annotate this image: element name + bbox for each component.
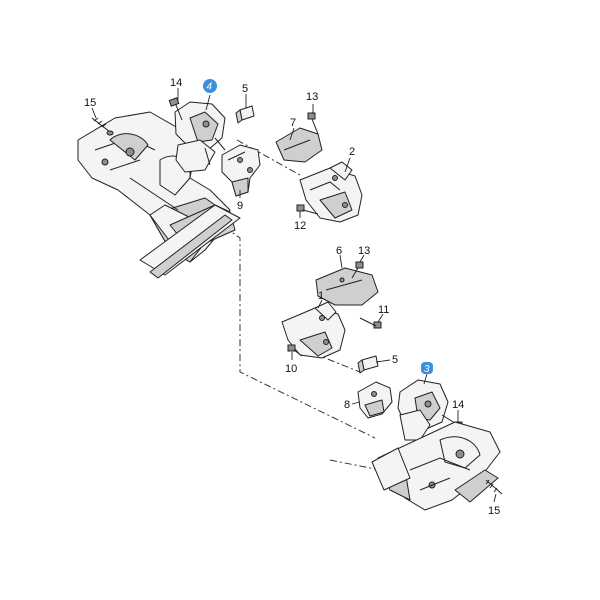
bracket-2 bbox=[299, 161, 363, 223]
callout-10: 10 bbox=[285, 363, 297, 375]
rail-upper bbox=[139, 204, 241, 279]
callout-8: 8 bbox=[344, 399, 350, 411]
bolt-10 bbox=[287, 344, 303, 357]
callout-5-lower: 5 bbox=[392, 354, 398, 366]
callout-11: 11 bbox=[378, 304, 389, 316]
callout-13-lower: 13 bbox=[358, 245, 370, 257]
bolt-13-upper bbox=[307, 112, 319, 135]
clip-5-lower bbox=[357, 355, 379, 374]
callout-1: 1 bbox=[318, 290, 324, 302]
bolt-13-lower bbox=[351, 261, 364, 279]
callout-5-upper: 5 bbox=[242, 83, 248, 95]
bracket-1 bbox=[281, 301, 346, 359]
callout-3-badge: 3 bbox=[421, 362, 433, 375]
bolt-14-upper bbox=[168, 97, 183, 121]
bolt-12 bbox=[296, 204, 319, 215]
callout-15-lower: 15 bbox=[488, 505, 500, 517]
callout-14-lower: 14 bbox=[452, 399, 464, 411]
svg-text:4: 4 bbox=[207, 82, 213, 93]
clip-5-upper bbox=[235, 105, 255, 124]
leader-lines bbox=[91, 88, 497, 503]
bolt-15-upper bbox=[91, 117, 114, 136]
callout-9: 9 bbox=[237, 200, 243, 212]
callout-15-upper: 15 bbox=[84, 97, 96, 109]
callout-4-badge: 4 bbox=[203, 79, 217, 93]
callout-6: 6 bbox=[336, 245, 342, 257]
callout-2: 2 bbox=[349, 146, 355, 158]
callout-13-upper: 13 bbox=[306, 91, 318, 103]
bracket-9 bbox=[221, 144, 261, 197]
engine-mount-3 bbox=[397, 379, 449, 441]
bolt-11 bbox=[359, 317, 382, 329]
svg-text:3: 3 bbox=[424, 364, 430, 375]
engine-mount-4 bbox=[174, 101, 226, 173]
rail-lower bbox=[371, 447, 411, 491]
bracket-8 bbox=[357, 381, 393, 419]
bolt-15-lower bbox=[485, 479, 503, 495]
callout-14-upper: 14 bbox=[170, 77, 182, 89]
cover-plate-6 bbox=[315, 267, 379, 306]
callout-7: 7 bbox=[290, 117, 296, 129]
callout-labels: 14 4 5 15 13 7 2 9 12 6 13 1 11 10 5 3 8… bbox=[84, 77, 500, 517]
callout-12: 12 bbox=[294, 220, 306, 232]
cover-plate-7 bbox=[275, 127, 323, 163]
